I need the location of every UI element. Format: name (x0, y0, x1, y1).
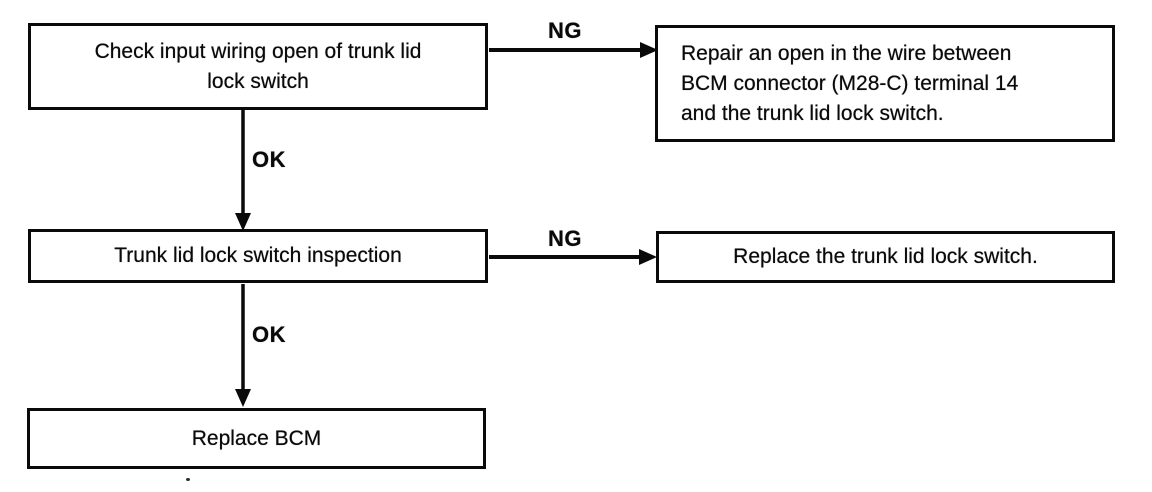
node-replace-bcm: Replace BCM (27, 408, 486, 469)
edge-label-ng-2: NG (548, 226, 582, 251)
node-switch-inspection: Trunk lid lock switch inspection (28, 229, 488, 283)
arrow-head (639, 249, 657, 265)
edge-label-ok-2: OK (252, 322, 286, 347)
arrow-ok-to-inspection (235, 110, 251, 231)
node-repair-open-wire: Repair an open in the wire between BCM c… (655, 25, 1115, 142)
node-replace-switch: Replace the trunk lid lock switch. (656, 231, 1115, 283)
edge-label-ng-1: NG (548, 18, 582, 43)
arrow-ok-to-replace-bcm (235, 284, 251, 407)
arrow-head (235, 389, 251, 407)
scan-artifact-dot (186, 478, 190, 481)
edge-label-ok-1: OK (252, 147, 286, 172)
arrow-ng-to-repair-wire (489, 42, 658, 58)
node-check-input-wiring: Check input wiring open of trunk lid loc… (28, 23, 488, 110)
